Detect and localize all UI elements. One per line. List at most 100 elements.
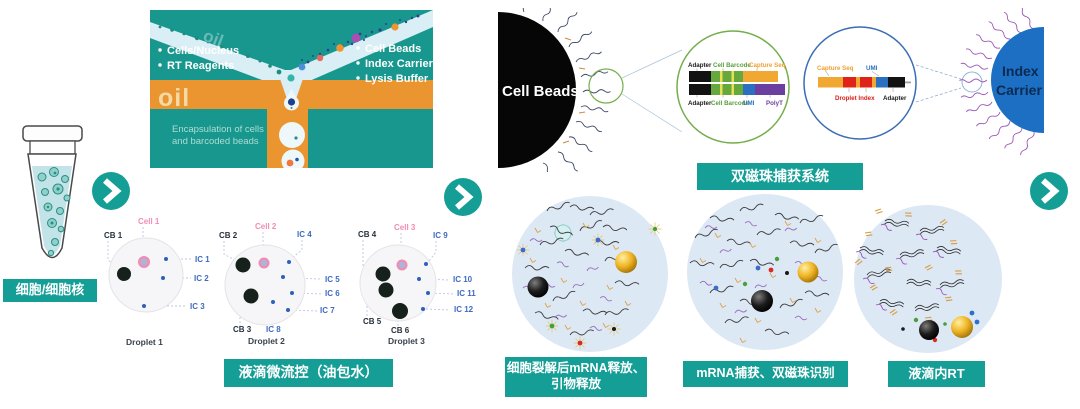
cell-bead-cb6 bbox=[392, 303, 408, 319]
chip-left-legend: Cells/Nucleus RT Reagents bbox=[158, 45, 239, 72]
step3-caption: 液滴内RT bbox=[888, 361, 985, 387]
ic1-label: IC 1 bbox=[195, 255, 210, 264]
index-carriers-d2 bbox=[271, 260, 294, 312]
step1-index-carrier-bead bbox=[615, 251, 637, 273]
step2-index-carrier-bead bbox=[797, 261, 819, 283]
droplet-2: CB 2 Cell 2 IC 4 IC 5 IC 6 IC 7 IC 8 CB … bbox=[219, 222, 340, 346]
zoom-lens-circle-blue bbox=[961, 71, 983, 93]
step3-bead-dots bbox=[901, 310, 980, 343]
chip-left-channel bbox=[150, 22, 285, 86]
carrier-zoom-connectors bbox=[915, 64, 962, 103]
ic12-label: IC 12 bbox=[454, 305, 474, 314]
step3-index-carrier-bead bbox=[951, 316, 973, 338]
cell-bead-cb2 bbox=[235, 257, 251, 273]
chip-right-bullet-1: Cell Beads bbox=[365, 43, 421, 55]
chip-right-legend: Cell Beads Index Carrier Lysis Buffer bbox=[356, 43, 433, 85]
bead-polyt-label: PolyT bbox=[766, 100, 783, 107]
step2-cell-bead bbox=[751, 290, 773, 312]
zoom-lens-circle-green bbox=[588, 68, 624, 104]
ic9-label: IC 9 bbox=[433, 231, 448, 240]
cb5-label: CB 5 bbox=[363, 317, 382, 326]
chip-droplets bbox=[279, 74, 305, 168]
carrier-umi-label: UMI bbox=[866, 65, 878, 72]
bead-umi-label: UMI bbox=[743, 100, 755, 107]
cb2-label: CB 2 bbox=[219, 231, 238, 240]
chip-right-channel-beads bbox=[298, 14, 420, 71]
cell-bead-cb1 bbox=[117, 267, 131, 281]
droplet-1: CB 1 Cell 1 IC 1 IC 2 IC 3 Droplet 1 bbox=[104, 217, 210, 347]
bead-oligo-bars bbox=[689, 71, 785, 95]
index-carriers-d1 bbox=[142, 257, 168, 308]
index-carriers-d3 bbox=[417, 262, 430, 311]
carrier-capture-seq-label: Capture Seq bbox=[817, 65, 854, 72]
step1-circle bbox=[512, 196, 668, 352]
droplet1-title: Droplet 1 bbox=[126, 337, 163, 347]
ic7-label: IC 7 bbox=[320, 306, 335, 315]
bead-adapter-top-label: Adapter bbox=[688, 62, 712, 69]
bead-cell-barcode-bottom-label: Cell Barcode bbox=[711, 100, 749, 107]
carrier-adapter-label: Adapter bbox=[883, 95, 907, 102]
step1-bead-dots bbox=[516, 222, 662, 350]
droplet-panel-caption: 液滴微流控（油包水） bbox=[224, 359, 393, 387]
chip-left-bullet-1: Cells/Nucleus bbox=[167, 45, 239, 57]
index-carrier-shape: Index Carrier bbox=[959, 8, 1044, 157]
droplet-3: CB 4 Cell 3 IC 9 IC 10 IC 11 IC 12 CB 5 … bbox=[358, 223, 476, 346]
step3-circle bbox=[853, 205, 1002, 353]
bead-oligo-zoom: Adapter Cell Barcode Capture Seq Adapter… bbox=[676, 30, 790, 144]
bead-adapter-bottom-label: Adapter bbox=[688, 100, 712, 107]
chip-left-bullet-2: RT Reagents bbox=[167, 60, 234, 72]
chip-left-channel-cells bbox=[158, 25, 282, 75]
step2-bead-dots bbox=[713, 256, 789, 291]
ic6-label: IC 6 bbox=[325, 289, 340, 298]
droplet3-title: Droplet 3 bbox=[388, 336, 425, 346]
cb4-label: CB 4 bbox=[358, 230, 377, 239]
sample-tube-label: 细胞/细胞核 bbox=[3, 279, 97, 302]
cell-bead-cb4 bbox=[375, 266, 391, 282]
cell-beads-shape: Cell Beads bbox=[498, 8, 683, 172]
cb1-label: CB 1 bbox=[104, 231, 123, 240]
carrier-droplet-index-label: Droplet Index bbox=[835, 95, 875, 102]
cb6-label: CB 6 bbox=[391, 326, 410, 335]
carrier-oligo-zoom: Capture Seq UMI Droplet Index Adapter bbox=[803, 26, 983, 140]
chip-oil-label: oil bbox=[158, 84, 190, 112]
chip-caption-line1: Encapsulation of cells bbox=[172, 124, 264, 135]
ic4-label: IC 4 bbox=[297, 230, 312, 239]
cell2-label: Cell 2 bbox=[255, 222, 277, 231]
sample-tube-illustration bbox=[22, 125, 83, 259]
droplet2-title: Droplet 2 bbox=[248, 336, 285, 346]
step1-caption: 细胞裂解后mRNA释放、 引物释放 bbox=[505, 357, 647, 397]
cell-beads-fringe-ticks bbox=[562, 37, 586, 144]
step2-circle bbox=[687, 194, 843, 350]
chip-junction-funnel bbox=[277, 70, 306, 102]
ic3-label: IC 3 bbox=[190, 302, 205, 311]
cell-beads-label: Cell Beads bbox=[502, 83, 579, 100]
step1-cell-bead bbox=[527, 276, 549, 298]
cb3-label: CB 3 bbox=[233, 325, 252, 334]
dual-bead-capture-diagram: Cell Beads Ad bbox=[498, 8, 1044, 172]
carrier-oligo-ticks bbox=[825, 71, 894, 92]
ic2-label: IC 2 bbox=[194, 274, 209, 283]
carrier-oligo-bar bbox=[818, 77, 911, 88]
droplet-step-illustrations bbox=[512, 194, 1002, 353]
chip-right-bullet-3: Lysis Buffer bbox=[365, 73, 429, 85]
ic10-label: IC 10 bbox=[453, 275, 473, 284]
tube-cells bbox=[37, 167, 71, 257]
droplet-schematics: CB 1 Cell 1 IC 1 IC 2 IC 3 Droplet 1 CB … bbox=[104, 217, 476, 347]
step3-cell-bead bbox=[919, 320, 939, 340]
ic5-label: IC 5 bbox=[325, 275, 340, 284]
microfluidic-chip-diagram: oil oil Cells/Nucleus RT Reagents Cell B… bbox=[150, 10, 433, 168]
bead-capture-seq-label: Capture Seq bbox=[749, 62, 786, 69]
zoom-connector-lines bbox=[621, 49, 683, 133]
chip-caption-line2: and barcoded beads bbox=[172, 136, 259, 147]
chip-right-bullet-2: Index Carrier bbox=[365, 58, 433, 70]
bead-cell-barcode-top-label: Cell Barcode bbox=[713, 62, 751, 69]
cell-bead-cb3 bbox=[243, 288, 259, 304]
next-step-arrow-3 bbox=[1028, 170, 1070, 212]
cell-bead-cb5 bbox=[378, 282, 394, 298]
index-carrier-label-line1: Index bbox=[1002, 63, 1039, 79]
tube-cap bbox=[22, 125, 83, 142]
bead-oligo-ticks bbox=[696, 68, 771, 98]
tube-cell-nuclei bbox=[46, 171, 60, 225]
cell1-label: Cell 1 bbox=[138, 217, 160, 226]
